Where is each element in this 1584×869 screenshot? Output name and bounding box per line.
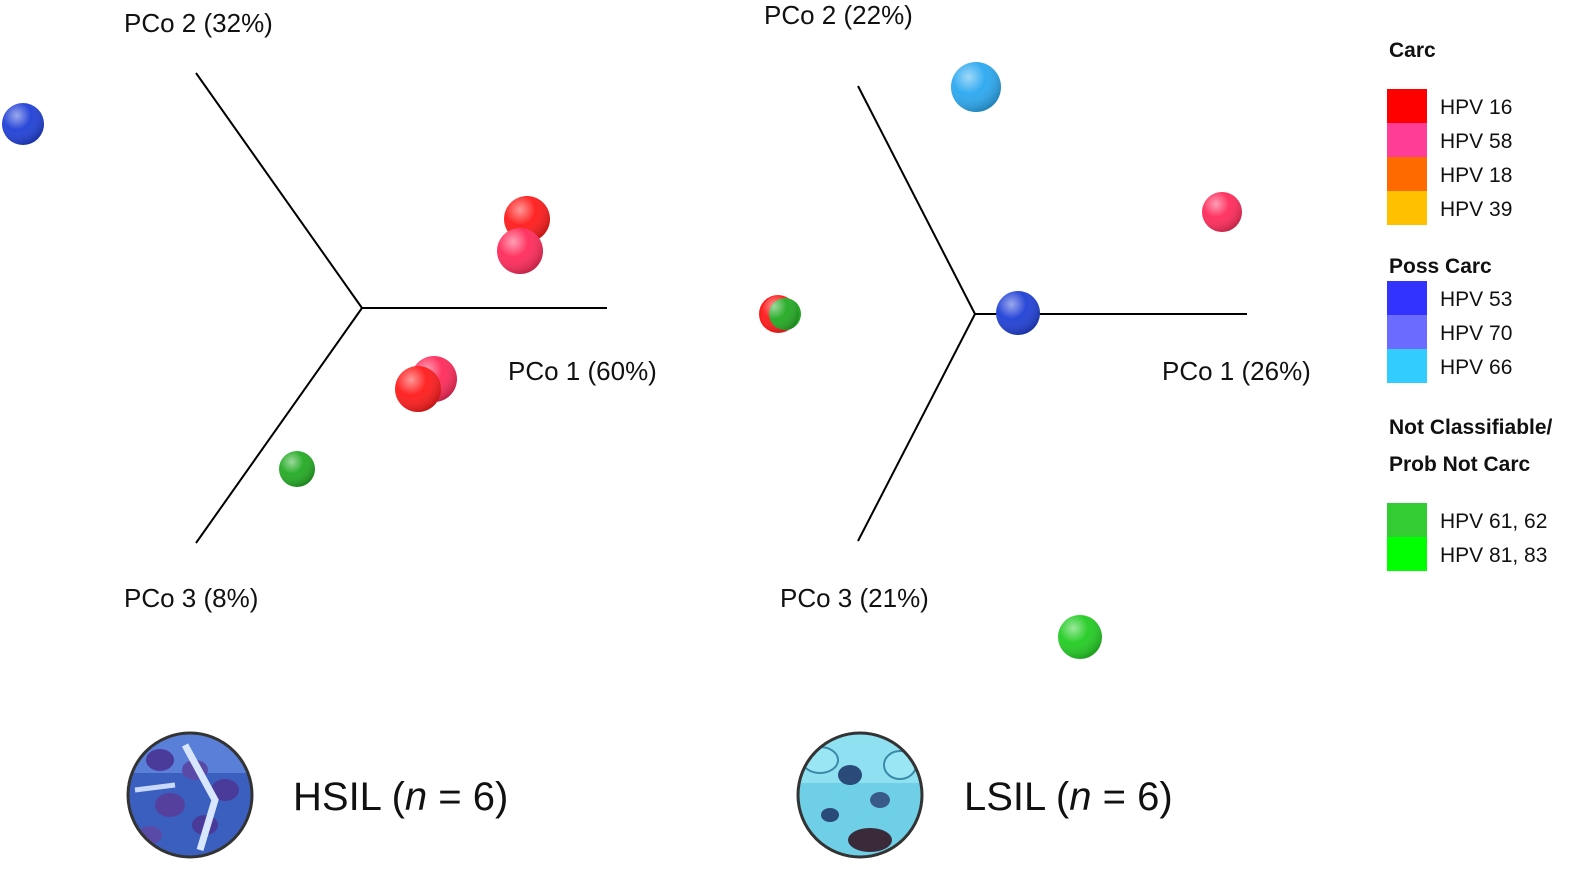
lsil-point-hpv66 <box>951 62 1001 112</box>
legend-item-hpv58: HPV 58 <box>1387 123 1512 157</box>
caption-spacer: ( <box>1045 775 1070 819</box>
legend-label: HPV 70 <box>1440 322 1512 345</box>
point-shade <box>996 291 1040 335</box>
legend-title-poss-carc: Poss Carc <box>1389 255 1492 278</box>
lsil-caption-group: LSIL <box>964 775 1045 819</box>
point-shade <box>951 62 1001 112</box>
lsil-points <box>759 62 1242 659</box>
point-shade <box>395 366 441 412</box>
hsil-point-hpv16-b <box>395 366 441 412</box>
legend-label: HPV 18 <box>1440 164 1512 187</box>
legend-label: HPV 53 <box>1440 288 1512 311</box>
legend-swatch <box>1387 281 1427 315</box>
legend-item-hpv53: HPV 53 <box>1387 281 1512 315</box>
legend-label: HPV 66 <box>1440 356 1512 379</box>
legend-label: HPV 61, 62 <box>1440 510 1547 533</box>
legend-swatch <box>1387 537 1427 571</box>
legend-swatch <box>1387 315 1427 349</box>
hsil-pco2-label: PCo 2 (32%) <box>124 8 273 38</box>
lsil-pco2-label: PCo 2 (22%) <box>764 0 913 30</box>
hsil-point-hpv61-62 <box>279 451 315 487</box>
lsil-point-hpv53 <box>996 291 1040 335</box>
lsil-axis-pco3 <box>857 313 976 542</box>
legend-swatch <box>1387 349 1427 383</box>
point-shade <box>1058 615 1102 659</box>
legend-item-hpv18: HPV 18 <box>1387 157 1512 191</box>
hsil-panel: PCo 2 (32%) PCo 1 (60%) PCo 3 (8%) <box>2 8 657 859</box>
legend-label: HPV 39 <box>1440 198 1512 221</box>
legend-item-hpv61-62: HPV 61, 62 <box>1387 503 1547 537</box>
legend-item-hpv70: HPV 70 <box>1387 315 1512 349</box>
lsil-point-hpv16-hpv61 <box>759 295 801 333</box>
legend-item-hpv66: HPV 66 <box>1387 349 1512 383</box>
legend-swatch <box>1387 157 1427 191</box>
legend-label: HPV 58 <box>1440 130 1512 153</box>
legend-item-hpv16: HPV 16 <box>1387 89 1512 123</box>
hsil-point-hpv53 <box>2 103 44 145</box>
caption-space <box>1092 775 1103 819</box>
legend-label: HPV 81, 83 <box>1440 544 1547 567</box>
point-shade <box>497 228 543 274</box>
legend-swatch <box>1387 503 1427 537</box>
hsil-caption-nvalue: = 6) <box>438 775 508 819</box>
lsil-caption-nvalue: = 6) <box>1103 775 1173 819</box>
legend-title-not-classifiable: Not Classifiable/ <box>1389 416 1553 439</box>
point-shade <box>2 103 44 145</box>
hsil-axes <box>195 72 607 544</box>
lsil-pco1-label: PCo 1 (26%) <box>1162 356 1311 386</box>
point-shade <box>761 295 799 333</box>
point-shade <box>1202 192 1242 232</box>
hsil-cytology-image <box>126 731 254 859</box>
legend-title-carc: Carc <box>1389 39 1436 62</box>
legend-swatch <box>1387 89 1427 123</box>
caption-spacer: ( <box>380 775 405 819</box>
legend: Carc HPV 16 HPV 58 HPV 18 HPV 39 Poss Ca… <box>1387 39 1553 571</box>
hsil-caption-n: n <box>405 775 427 819</box>
hsil-axis-pco2 <box>195 72 363 309</box>
hsil-caption: HSIL (n = 6) <box>293 775 508 819</box>
lsil-axes <box>857 85 1247 542</box>
lsil-caption: LSIL (n = 6) <box>964 775 1173 819</box>
hsil-points <box>2 103 550 487</box>
hsil-pco1-label: PCo 1 (60%) <box>508 356 657 386</box>
lsil-point-hpv58 <box>1202 192 1242 232</box>
hsil-point-hpv58-a <box>497 228 543 274</box>
legend-label: HPV 16 <box>1440 96 1512 119</box>
legend-swatch <box>1387 191 1427 225</box>
lsil-pco3-label: PCo 3 (21%) <box>780 583 929 613</box>
point-shade <box>279 451 315 487</box>
legend-item-hpv81-83: HPV 81, 83 <box>1387 537 1547 571</box>
lsil-caption-n: n <box>1069 775 1091 819</box>
caption-space <box>427 775 438 819</box>
hsil-pco3-label: PCo 3 (8%) <box>124 583 258 613</box>
hsil-axis-pco3 <box>195 307 363 544</box>
hsil-caption-group: HSIL <box>293 775 381 819</box>
legend-title-prob-not-carc: Prob Not Carc <box>1389 453 1531 476</box>
legend-swatch <box>1387 123 1427 157</box>
lsil-point-hpv81-83 <box>1058 615 1102 659</box>
lsil-cytology-image <box>796 731 924 859</box>
lsil-axis-pco2 <box>857 85 976 315</box>
legend-item-hpv39: HPV 39 <box>1387 191 1512 225</box>
lsil-panel: PCo 2 (22%) PCo 1 (26%) PCo 3 (21%) <box>759 0 1311 859</box>
